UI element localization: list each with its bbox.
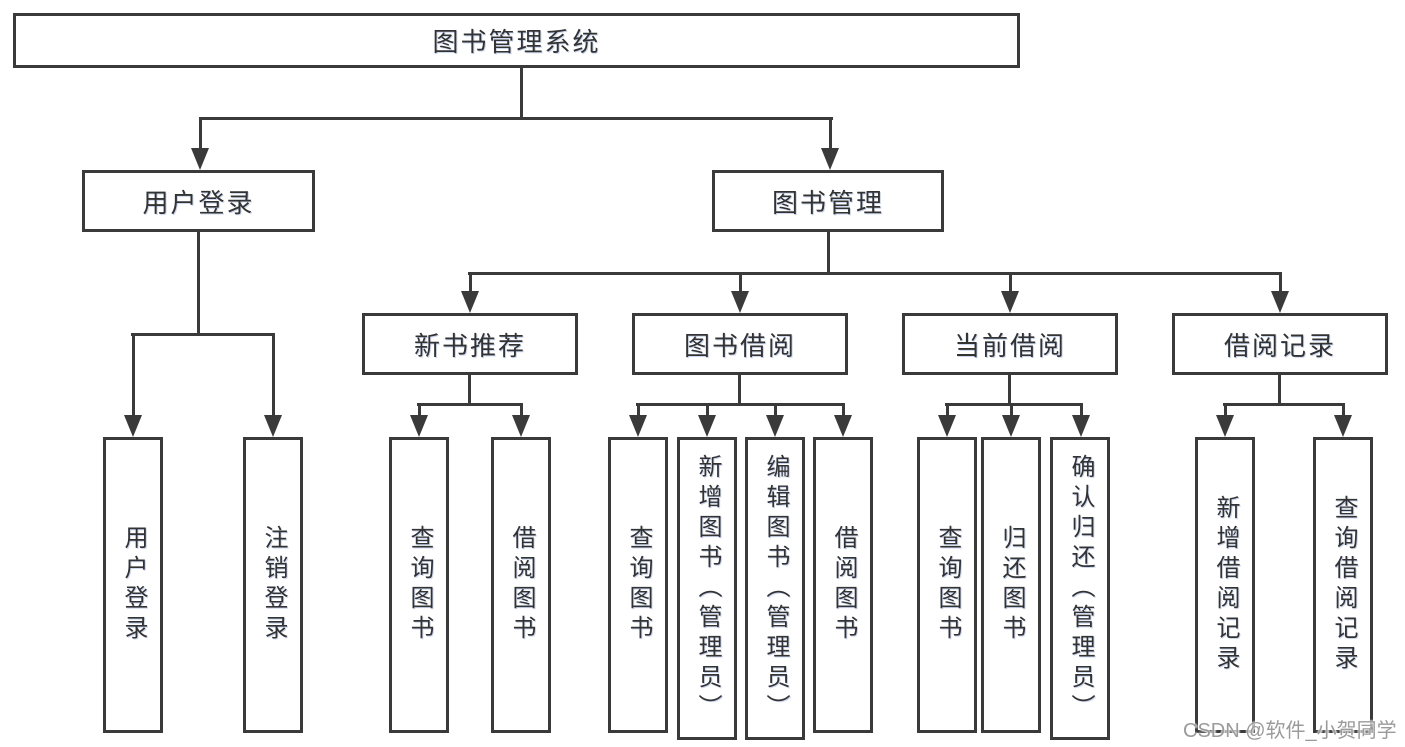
connector-drop (418, 403, 421, 418)
leaf-borrow-query-book: 查询图书 (608, 437, 668, 733)
connector-root-stub (520, 66, 523, 119)
connector-stub (1008, 373, 1011, 406)
connector-stub (1278, 373, 1281, 406)
arrow-down-icon (512, 415, 530, 437)
leaf-label: 新增图书（管理员） (694, 453, 721, 724)
leaf-recommend-borrow-book: 借阅图书 (491, 437, 551, 733)
leaf-label: 查询图书 (934, 525, 961, 645)
leaf-logout: 注销登录 (243, 437, 303, 733)
connector-user-login-rail (131, 333, 275, 336)
connector-book-mgmt-stub (827, 230, 830, 275)
arrow-down-icon (821, 148, 839, 170)
connector-drop (520, 403, 523, 418)
node-book-management: 图书管理 (712, 170, 944, 232)
arrow-down-icon (191, 148, 209, 170)
connector-drop (706, 403, 709, 418)
arrow-down-icon (731, 291, 749, 313)
arrow-down-icon (1072, 415, 1090, 437)
connector-user-login-drop (199, 117, 202, 153)
connector-drop (1279, 272, 1282, 294)
node-current-borrow: 当前借阅 (902, 313, 1118, 375)
arrow-down-icon (1334, 415, 1352, 437)
leaf-recommend-query-book: 查询图书 (389, 437, 449, 733)
arrow-down-icon (834, 415, 852, 437)
leaf-label: 查询图书 (625, 525, 652, 645)
connector-rail (1223, 403, 1345, 406)
arrow-down-icon (698, 415, 716, 437)
connector-drop (1009, 272, 1012, 294)
connector-drop (842, 403, 845, 418)
arrow-down-icon (461, 291, 479, 313)
connector-level3-rail (468, 272, 1282, 275)
connector-drop (1342, 403, 1345, 418)
arrow-down-icon (124, 415, 142, 437)
connector-rail (417, 403, 523, 406)
leaf-current-return-book: 归还图书 (981, 437, 1041, 733)
arrow-down-icon (264, 415, 282, 437)
arrow-down-icon (1216, 415, 1234, 437)
leaf-label: 确认归还（管理员） (1067, 453, 1094, 724)
csdn-watermark: CSDN @软件_小贺同学 (1183, 720, 1397, 742)
leaf-label: 编辑图书（管理员） (762, 453, 789, 724)
leaf-label: 用户登录 (120, 525, 147, 645)
leaf-label: 借阅图书 (830, 525, 857, 645)
node-new-book-recommend: 新书推荐 (362, 313, 578, 375)
arrow-down-icon (629, 415, 647, 437)
connector-drop (946, 403, 949, 418)
leaf-label: 查询图书 (406, 525, 433, 645)
node-borrow-records: 借阅记录 (1172, 313, 1388, 375)
node-book-borrow: 图书借阅 (632, 313, 848, 375)
leaf-records-add-record: 新增借阅记录 (1195, 437, 1255, 733)
connector-rail (636, 403, 845, 406)
leaf-label: 借阅图书 (508, 525, 535, 645)
leaf-current-confirm-return-admin: 确认归还（管理员） (1050, 437, 1110, 740)
leaf-borrow-borrow-book: 借阅图书 (813, 437, 873, 733)
arrow-down-icon (410, 415, 428, 437)
leaf-user-login: 用户登录 (103, 437, 163, 733)
connector-user-login-stub (197, 230, 200, 336)
connector-book-mgmt-drop (829, 117, 832, 153)
arrow-down-icon (938, 415, 956, 437)
connector-rail (945, 403, 1083, 406)
node-library-system: 图书管理系统 (13, 13, 1020, 68)
connector-drop (774, 403, 777, 418)
arrow-down-icon (1002, 415, 1020, 437)
node-user-login: 用户登录 (82, 170, 315, 232)
connector-drop (1080, 403, 1083, 418)
arrow-down-icon (1001, 291, 1019, 313)
connector-level2-rail (199, 117, 833, 120)
arrow-down-icon (1271, 291, 1289, 313)
connector-stub (738, 373, 741, 406)
leaf-label: 查询借阅记录 (1330, 495, 1357, 675)
arrow-down-icon (766, 415, 784, 437)
leaf-label: 新增借阅记录 (1212, 495, 1239, 675)
leaf-borrow-edit-book-admin: 编辑图书（管理员） (745, 437, 805, 740)
leaf-label: 归还图书 (998, 525, 1025, 645)
leaf-current-query-book: 查询图书 (917, 437, 977, 733)
connector-drop (739, 272, 742, 294)
connector-drop (1224, 403, 1227, 418)
leaf-borrow-add-book-admin: 新增图书（管理员） (677, 437, 737, 740)
connector-drop (469, 272, 472, 294)
connector-drop (1010, 403, 1013, 418)
connector-stub (468, 373, 471, 406)
connector-drop (132, 333, 135, 418)
leaf-records-query-record: 查询借阅记录 (1313, 437, 1373, 733)
connector-drop (637, 403, 640, 418)
connector-drop (272, 333, 275, 418)
leaf-label: 注销登录 (260, 525, 287, 645)
